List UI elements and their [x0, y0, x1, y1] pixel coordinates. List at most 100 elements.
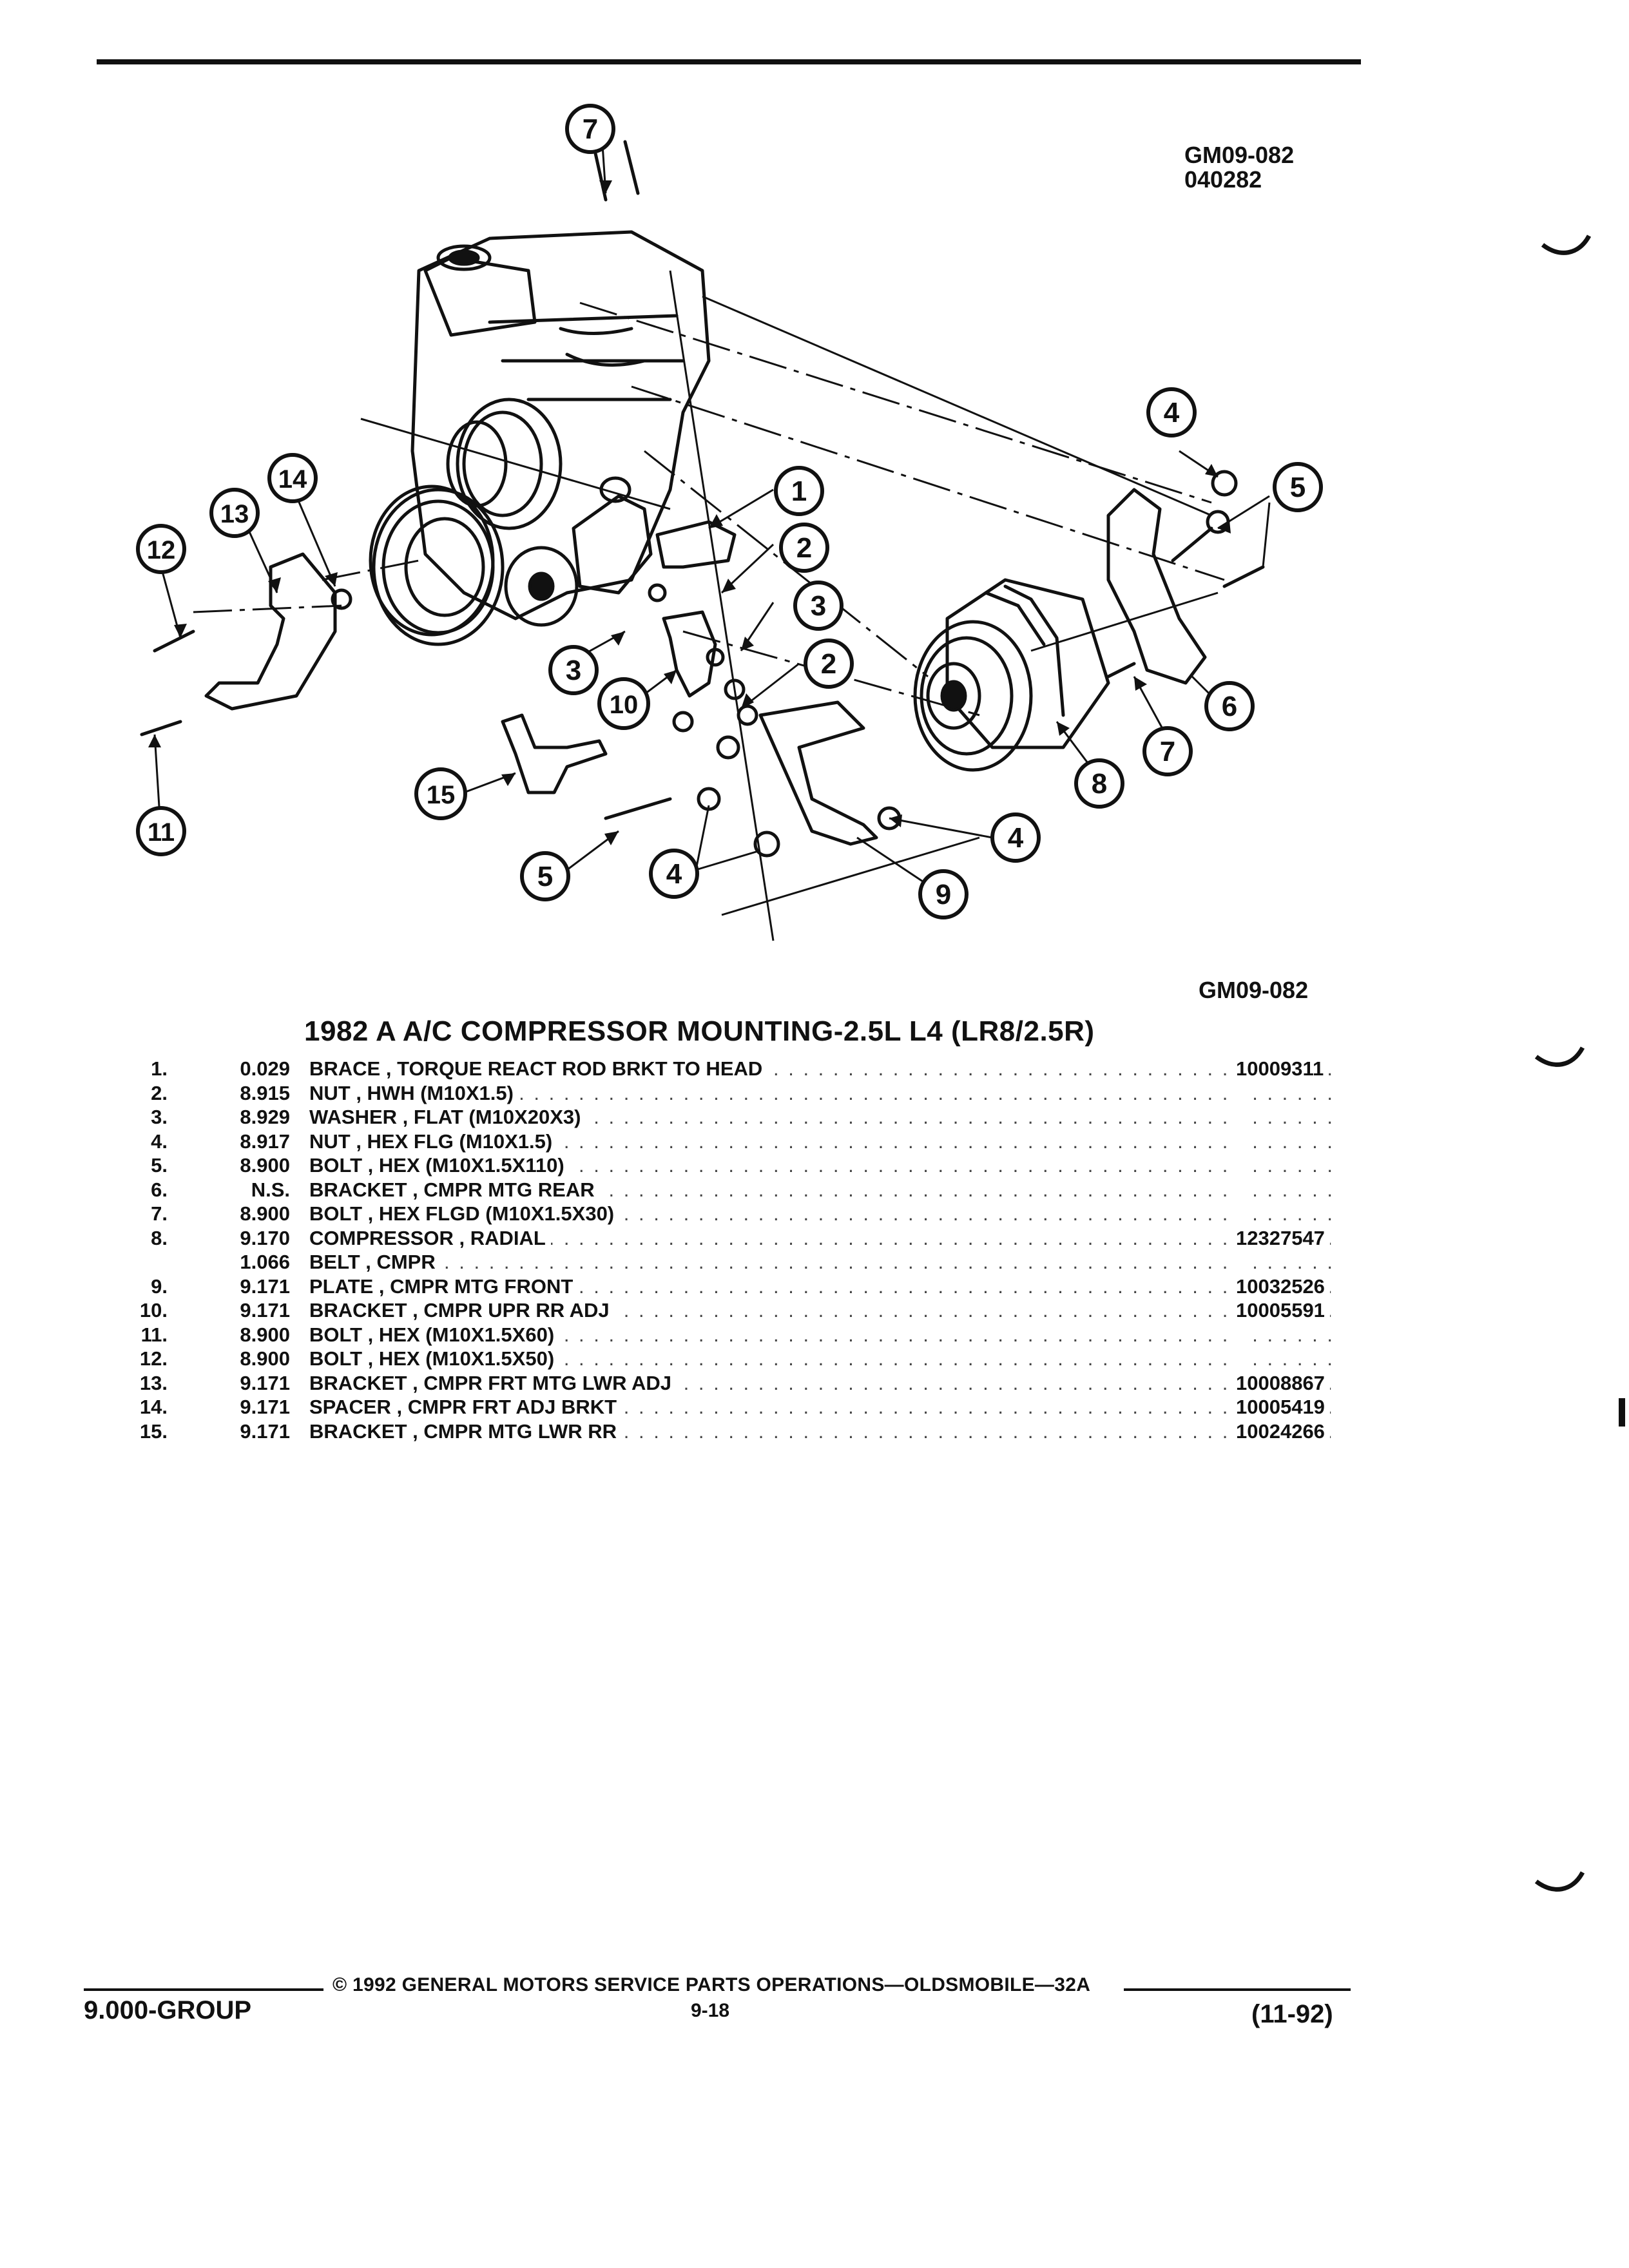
part-number-text	[1236, 1129, 1241, 1153]
footer-group: 9.000-GROUP	[84, 1996, 252, 2024]
group-number-text: 9.171	[240, 1274, 295, 1298]
part-number-text: 12327547	[1236, 1226, 1330, 1249]
parts-list: . . . . . . . . . . . . . . . . . . . . …	[129, 1057, 1366, 1443]
part-description: BOLT , HEX (M10X1.5X60)	[309, 1323, 560, 1347]
part-number: 10005419	[1236, 1395, 1352, 1419]
group-number-text: 0.029	[240, 1057, 295, 1080]
svg-text:6: 6	[1222, 691, 1237, 722]
margin-mark-3	[1534, 1871, 1585, 1892]
part-number-text	[1236, 1154, 1241, 1177]
margin-mark-2	[1534, 1046, 1585, 1067]
item-number-text: 5.	[151, 1154, 173, 1177]
part-description: BELT , CMPR	[309, 1250, 441, 1274]
group-number: 8.900	[219, 1153, 295, 1178]
part-number: 10009311	[1236, 1057, 1352, 1081]
part-description-text: BOLT , HEX (M10X1.5X110)	[309, 1154, 570, 1177]
parts-row: . . . . . . . . . . . . . . . . . . . . …	[129, 1323, 1366, 1347]
group-number-text: 8.900	[240, 1347, 295, 1370]
part-number-text: 10024266	[1236, 1419, 1330, 1443]
part-description-text: NUT , HEX FLG (M10X1.5)	[309, 1129, 558, 1153]
part-number	[1236, 1347, 1352, 1371]
part-number	[1236, 1129, 1352, 1154]
part-description-text: BOLT , HEX FLGD (M10X1.5X30)	[309, 1202, 620, 1225]
group-number: 8.915	[219, 1081, 295, 1106]
part-number-text	[1236, 1251, 1241, 1273]
parts-row: . . . . . . . . . . . . . . . . . . . . …	[129, 1395, 1366, 1419]
callout-13: 13	[209, 488, 260, 538]
part-description-text: WASHER , FLAT (M10X20X3)	[309, 1106, 586, 1128]
svg-text:9: 9	[936, 879, 951, 910]
group-number: 0.029	[219, 1057, 295, 1081]
svg-text:4: 4	[666, 858, 682, 890]
part-description: BRACKET , CMPR UPR RR ADJ	[309, 1298, 615, 1323]
group-number-text: 9.171	[240, 1396, 295, 1418]
part-number-text	[1236, 1323, 1241, 1346]
part-number-text	[1236, 1347, 1241, 1370]
part-description: BRACE , TORQUE REACT ROD BRKT TO HEAD	[309, 1057, 768, 1081]
part-number	[1236, 1250, 1352, 1274]
dot-leader: . . . . . . . . . . . . . . . . . . . . …	[309, 1251, 1337, 1273]
callout-8: 8	[1074, 758, 1124, 809]
part-description: BRACKET , CMPR MTG LWR RR	[309, 1419, 622, 1444]
parts-row: . . . . . . . . . . . . . . . . . . . . …	[129, 1250, 1366, 1274]
exploded-diagram: 7 4 5 1 2 3 2 3 10 14 13 12 11 15 5 4 9 …	[136, 104, 1323, 941]
group-number-text: 8.929	[240, 1106, 295, 1128]
svg-text:5: 5	[1290, 472, 1306, 503]
part-number-text	[1236, 1178, 1241, 1201]
group-number-text: 8.900	[240, 1323, 295, 1346]
crank-pulley	[372, 488, 505, 646]
item-number-text: 6.	[151, 1178, 173, 1201]
part-number	[1236, 1081, 1352, 1106]
svg-text:4: 4	[1164, 397, 1180, 428]
svg-text:2: 2	[821, 648, 836, 680]
item-number: 9.	[129, 1274, 173, 1299]
group-number: 8.900	[219, 1323, 295, 1347]
callout-12: 12	[136, 524, 186, 574]
group-number: 9.171	[219, 1371, 295, 1396]
parts-row: . . . . . . . . . . . . . . . . . . . . …	[129, 1274, 1366, 1299]
footer-copyright: © 1992 GENERAL MOTORS SERVICE PARTS OPER…	[333, 1974, 1091, 1995]
part-number-text: 10009311	[1236, 1057, 1329, 1080]
group-number: 9.171	[219, 1419, 295, 1444]
part-description-text: NUT , HWH (M10X1.5)	[309, 1081, 519, 1104]
part-number	[1236, 1323, 1352, 1347]
figure-code-bottom: GM09-082	[1199, 977, 1309, 1003]
item-number-text: 10.	[139, 1299, 173, 1321]
svg-text:15: 15	[427, 781, 456, 809]
footer-date: (11-92)	[1251, 2000, 1333, 2028]
svg-text:1: 1	[791, 476, 807, 507]
item-number: 5.	[129, 1153, 173, 1178]
item-number: 11.	[129, 1323, 173, 1347]
svg-text:5: 5	[537, 861, 553, 892]
svg-text:4: 4	[1008, 822, 1024, 854]
part-description-text: BOLT , HEX (M10X1.5X50)	[309, 1347, 560, 1370]
part-description: WASHER , FLAT (M10X20X3)	[309, 1105, 586, 1129]
callout-7-top: 7	[565, 104, 615, 154]
item-number-text: 14.	[139, 1396, 173, 1418]
part-description: BOLT , HEX (M10X1.5X110)	[309, 1153, 570, 1178]
group-number-text: 8.917	[240, 1129, 295, 1153]
svg-text:7: 7	[1160, 736, 1175, 767]
item-number-text: 1.	[151, 1057, 173, 1080]
parts-row: . . . . . . . . . . . . . . . . . . . . …	[129, 1202, 1366, 1226]
item-number-text: 12.	[139, 1347, 173, 1370]
group-number: 9.171	[219, 1298, 295, 1323]
group-number-text: 9.171	[240, 1371, 295, 1394]
svg-text:3: 3	[566, 655, 581, 686]
svg-text:3: 3	[811, 590, 826, 622]
part-description: BOLT , HEX (M10X1.5X50)	[309, 1347, 560, 1371]
item-number: 1.	[129, 1057, 173, 1081]
engine-block	[410, 230, 711, 620]
item-number-text: 9.	[151, 1274, 173, 1298]
top-rule	[97, 59, 1361, 64]
item-number-text	[168, 1251, 173, 1273]
figure-code: GM09-082	[1184, 142, 1295, 168]
item-number-text: 3.	[151, 1106, 173, 1128]
callout-15: 15	[414, 767, 467, 820]
callout-5-right: 5	[1273, 462, 1323, 512]
footer-rule-left	[84, 1988, 323, 1991]
group-number: 9.171	[219, 1274, 295, 1299]
svg-text:10: 10	[610, 691, 639, 719]
part-number-text	[1236, 1202, 1241, 1225]
parts-row: . . . . . . . . . . . . . . . . . . . . …	[129, 1105, 1366, 1129]
